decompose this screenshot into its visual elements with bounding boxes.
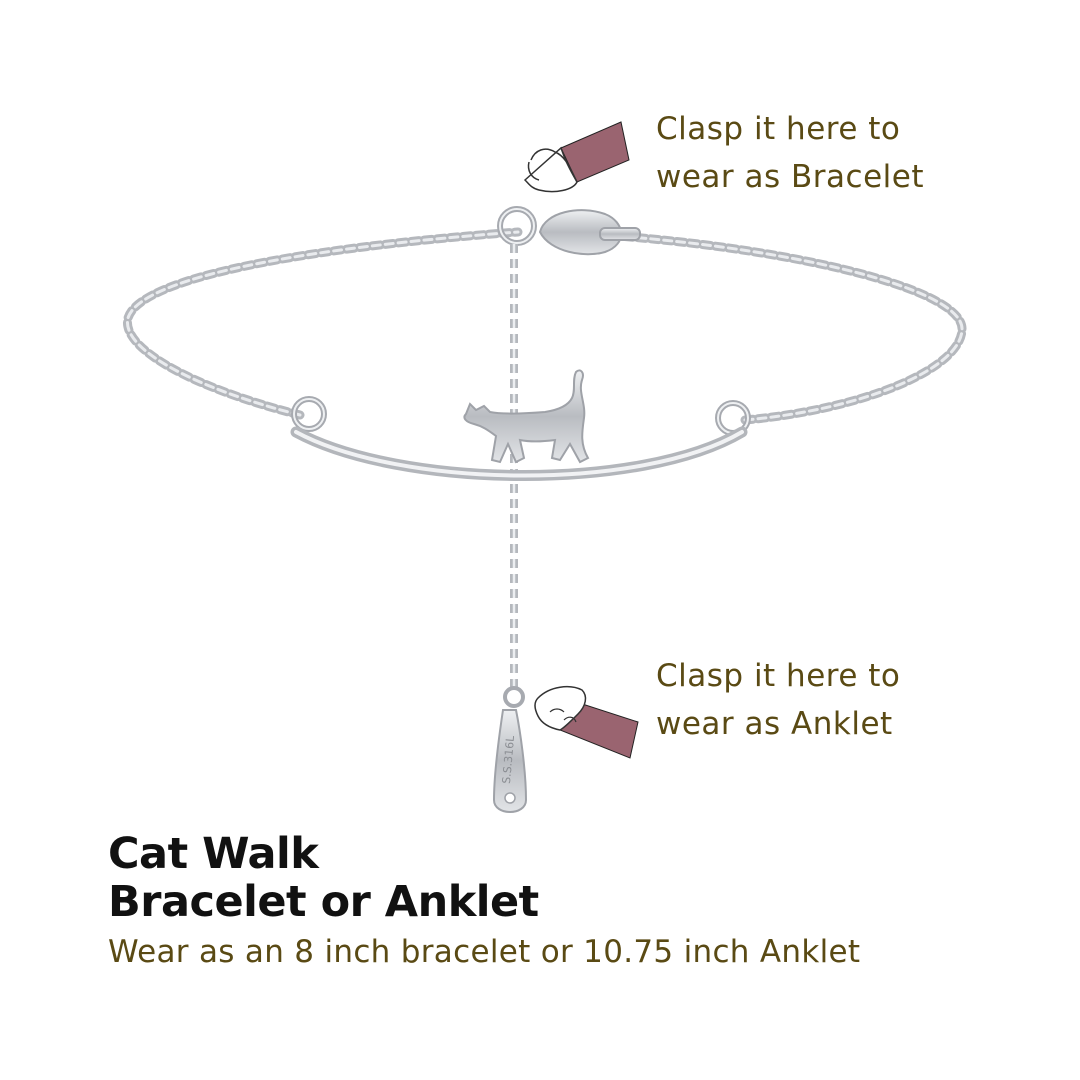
cat-paw-icon [523,121,630,193]
product-title-block: Cat Walk Bracelet or Anklet Wear as an 8… [108,830,860,974]
product-title-line1: Cat Walk [108,829,319,879]
anklet-note-line1: Clasp it here to [656,658,901,694]
lobster-clasp [497,206,641,256]
bracelet-note-line1: Clasp it here to [656,111,901,147]
bracelet-chain [123,227,967,425]
anklet-clasp-note: Clasp it here to wear as Anklet [656,652,900,748]
cat-paw-icon [534,685,639,759]
cat-charm [463,369,590,464]
product-title-line2: Bracelet or Anklet [108,877,539,927]
tag-stamp-text: S.S.316L [500,734,517,784]
product-subtitle: Wear as an 8 inch bracelet or 10.75 inch… [108,934,861,970]
end-tag: S.S.316L [492,686,528,813]
bracelet-note-line2: wear as Bracelet [656,159,924,195]
bracelet-clasp-note: Clasp it here to wear as Bracelet [656,105,924,201]
anklet-note-line2: wear as Anklet [656,706,893,742]
cat-walk-bar [290,396,751,481]
